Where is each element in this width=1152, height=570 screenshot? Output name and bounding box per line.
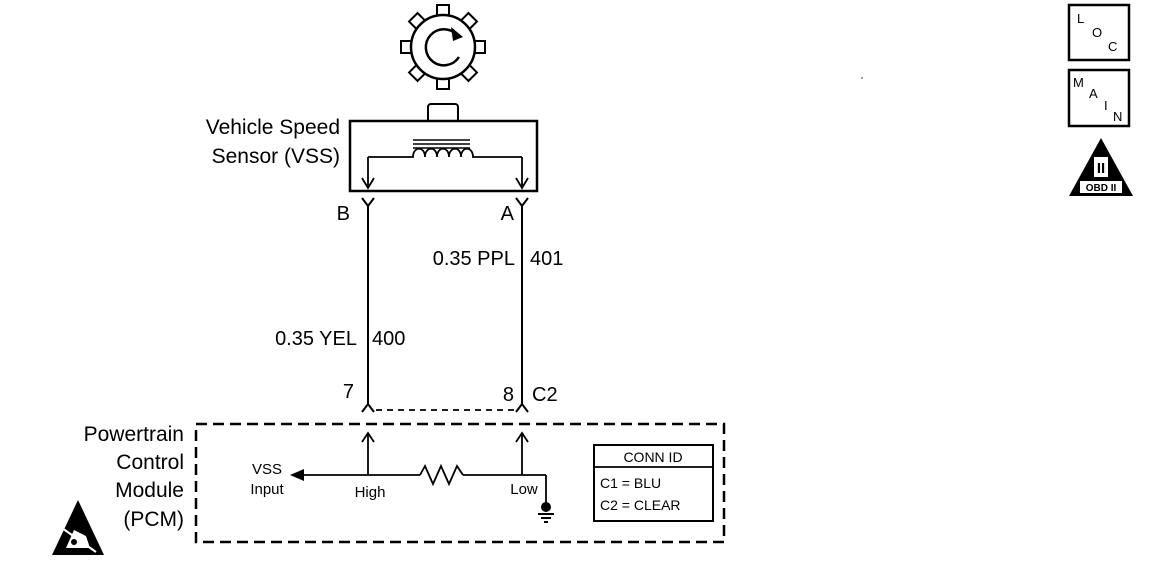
main-icon[interactable]: M A I N (1067, 68, 1131, 128)
wire-401-circuit: 401 (530, 248, 563, 270)
pcm-connector-c2: C2 (532, 384, 558, 406)
pcm-name-line1: Powertrain (84, 423, 184, 446)
vss-sensor (348, 119, 539, 193)
vss-input-arrow (290, 469, 304, 481)
wire-400-gauge-color: 0.35 YEL (275, 328, 357, 350)
obd-numeral: II (1097, 160, 1105, 177)
obd-ii-icon[interactable]: II OBD II (1069, 138, 1133, 196)
loc-letter-c: C (1108, 39, 1117, 54)
conn-id-row2: C2 = CLEAR (600, 497, 681, 513)
main-letter-i: I (1104, 98, 1108, 113)
terminal-a-label: A (501, 203, 515, 225)
pcm-name-line2: Control (116, 451, 184, 474)
main-letter-m: M (1073, 75, 1084, 90)
pcm-box (194, 422, 726, 544)
conn-id-row1: C1 = BLU (600, 475, 661, 491)
conn-id-title: CONN ID (623, 449, 682, 465)
main-letter-a: A (1089, 86, 1098, 101)
coil-icon (368, 139, 522, 158)
pcm-name-line3: Module (115, 479, 184, 502)
low-label: Low (510, 481, 538, 498)
obd-label: OBD II (1086, 183, 1117, 194)
loc-icon[interactable]: L O C (1067, 3, 1131, 62)
esd-warning-icon (52, 500, 104, 555)
reluctor-wheel-icon (400, 4, 486, 123)
wire-401-gauge-color: 0.35 PPL (433, 248, 515, 270)
sensor-name-line2: Sensor (VSS) (212, 145, 340, 168)
terminal-b-label: B (337, 203, 350, 225)
wire-400-circuit: 400 (372, 328, 405, 350)
vss-input-label-line1: VSS (252, 461, 282, 478)
conn-id-table: CONN ID C1 = BLU C2 = CLEAR (593, 444, 714, 522)
high-label: High (355, 484, 386, 501)
rotation-arrow-icon (424, 27, 463, 67)
pcm-pin-7: 7 (343, 381, 354, 403)
loc-letter-o: O (1092, 25, 1102, 40)
sensor-name-line1: Vehicle Speed (206, 116, 340, 139)
resistor-icon (419, 463, 464, 487)
vss-input-label-line2: Input (250, 481, 284, 498)
loc-letter-l: L (1077, 11, 1084, 26)
pcm-pin-8: 8 (503, 384, 514, 406)
ground-icon (538, 502, 554, 523)
pcm-name-line4: (PCM) (123, 508, 184, 531)
main-letter-n: N (1113, 109, 1122, 124)
pcm-internal-circuit (290, 431, 554, 523)
